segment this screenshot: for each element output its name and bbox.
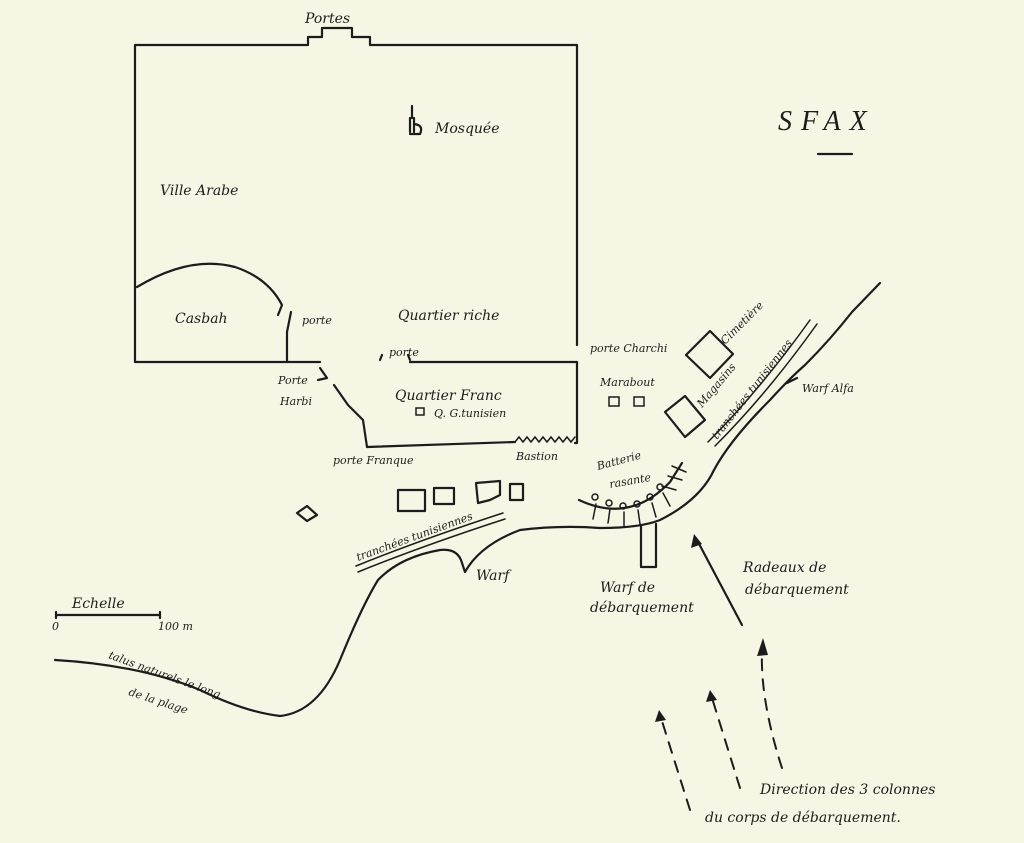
south-wall-porte-gap [378,353,412,362]
label-marabout: Marabout [599,376,655,389]
label-scale-end: 100 m [158,620,193,633]
coastline [53,281,882,718]
label-porte-charchi: porte Charchi [590,342,667,355]
label-warf-debarquement-1: Warf de [600,580,655,596]
label-cimetiere: Cimetière [718,299,766,347]
label-batterie-1: Batterie [594,448,643,473]
label-bastion: Bastion [515,450,558,463]
building-1 [396,488,427,513]
label-warf: Warf [476,568,512,584]
label-radeaux-2: débarquement [745,582,849,598]
scale-bar [54,610,162,620]
column-arrow-left-head [655,710,666,722]
tranchees-left-line-1 [355,512,504,567]
label-direction-2: du corps de débarquement. [705,810,901,826]
column-arrow-right-head [757,638,768,656]
label-quartier-riche: Quartier riche [398,308,499,324]
building-3 [474,479,502,505]
label-porte-mid: porte [389,346,419,359]
label-ville-arabe: Ville Arabe [160,183,238,199]
column-arrow-left [660,717,691,811]
label-mosquee: Mosquée [434,121,500,137]
label-warf-debarquement-2: débarquement [590,600,694,616]
label-tranchees-right: tranchées tunisiennes [709,337,795,442]
label-batterie-2: rasante [608,471,652,491]
column-arrow-middle-head [706,690,717,702]
label-radeaux-1: Radeaux de [742,560,826,576]
tranchees-right-line-1 [707,319,811,443]
label-quartier-franc: Quartier Franc [395,388,502,404]
magasins-outline [663,394,707,439]
bastion-wall [514,435,576,444]
label-porte-franque: porte Franque [333,454,414,467]
map-title: SFAX [778,106,876,137]
mosque-icon [408,104,423,136]
quartier-franc-wall-west [332,383,369,449]
cimetiere-outline [684,329,735,380]
label-q-g-tunisien: Q. G.tunisien [434,407,506,420]
label-talus-1: talus naturels le long [107,649,222,702]
label-warf-alfa: Warf Alfa [802,382,854,395]
tranchees-left-line-2 [357,518,506,573]
label-porte-harbi-2: Harbi [279,395,312,408]
label-porte-harbi-1: Porte [277,374,308,387]
label-portes: Portes [304,11,350,27]
label-direction-1: Direction des 3 colonnes [759,782,935,798]
label-talus-2: de la plage [127,685,190,716]
marabout-building-2 [633,396,645,407]
warf-debarquement-pier [639,522,658,569]
porte-harbi-wall [316,366,329,382]
label-echelle: Echelle [71,596,125,612]
casbah-gate-wall [285,310,293,364]
radeaux-arrow [695,538,744,627]
column-arrow-middle [711,697,741,789]
casbah-wall [135,262,284,317]
building-4 [508,482,525,502]
label-scale-start: 0 [52,620,59,633]
building-isolated [295,504,319,523]
label-casbah: Casbah [175,311,228,327]
quartier-franc-wall-east [573,360,579,445]
radeaux-arrow-head [691,534,702,548]
label-porte-casbah: porte [302,314,332,327]
q-g-tunisien-building [415,407,425,416]
quartier-franc-wall-south [365,440,517,449]
warf-alfa-pier [785,376,799,385]
tranchees-right-line-2 [714,323,818,447]
cannon-marks [591,465,687,527]
batterie-rasante-arc [577,461,684,510]
arab-town-wall [133,26,579,364]
column-arrow-right [760,649,783,769]
building-2 [432,486,456,506]
marabout-building-1 [608,396,620,407]
